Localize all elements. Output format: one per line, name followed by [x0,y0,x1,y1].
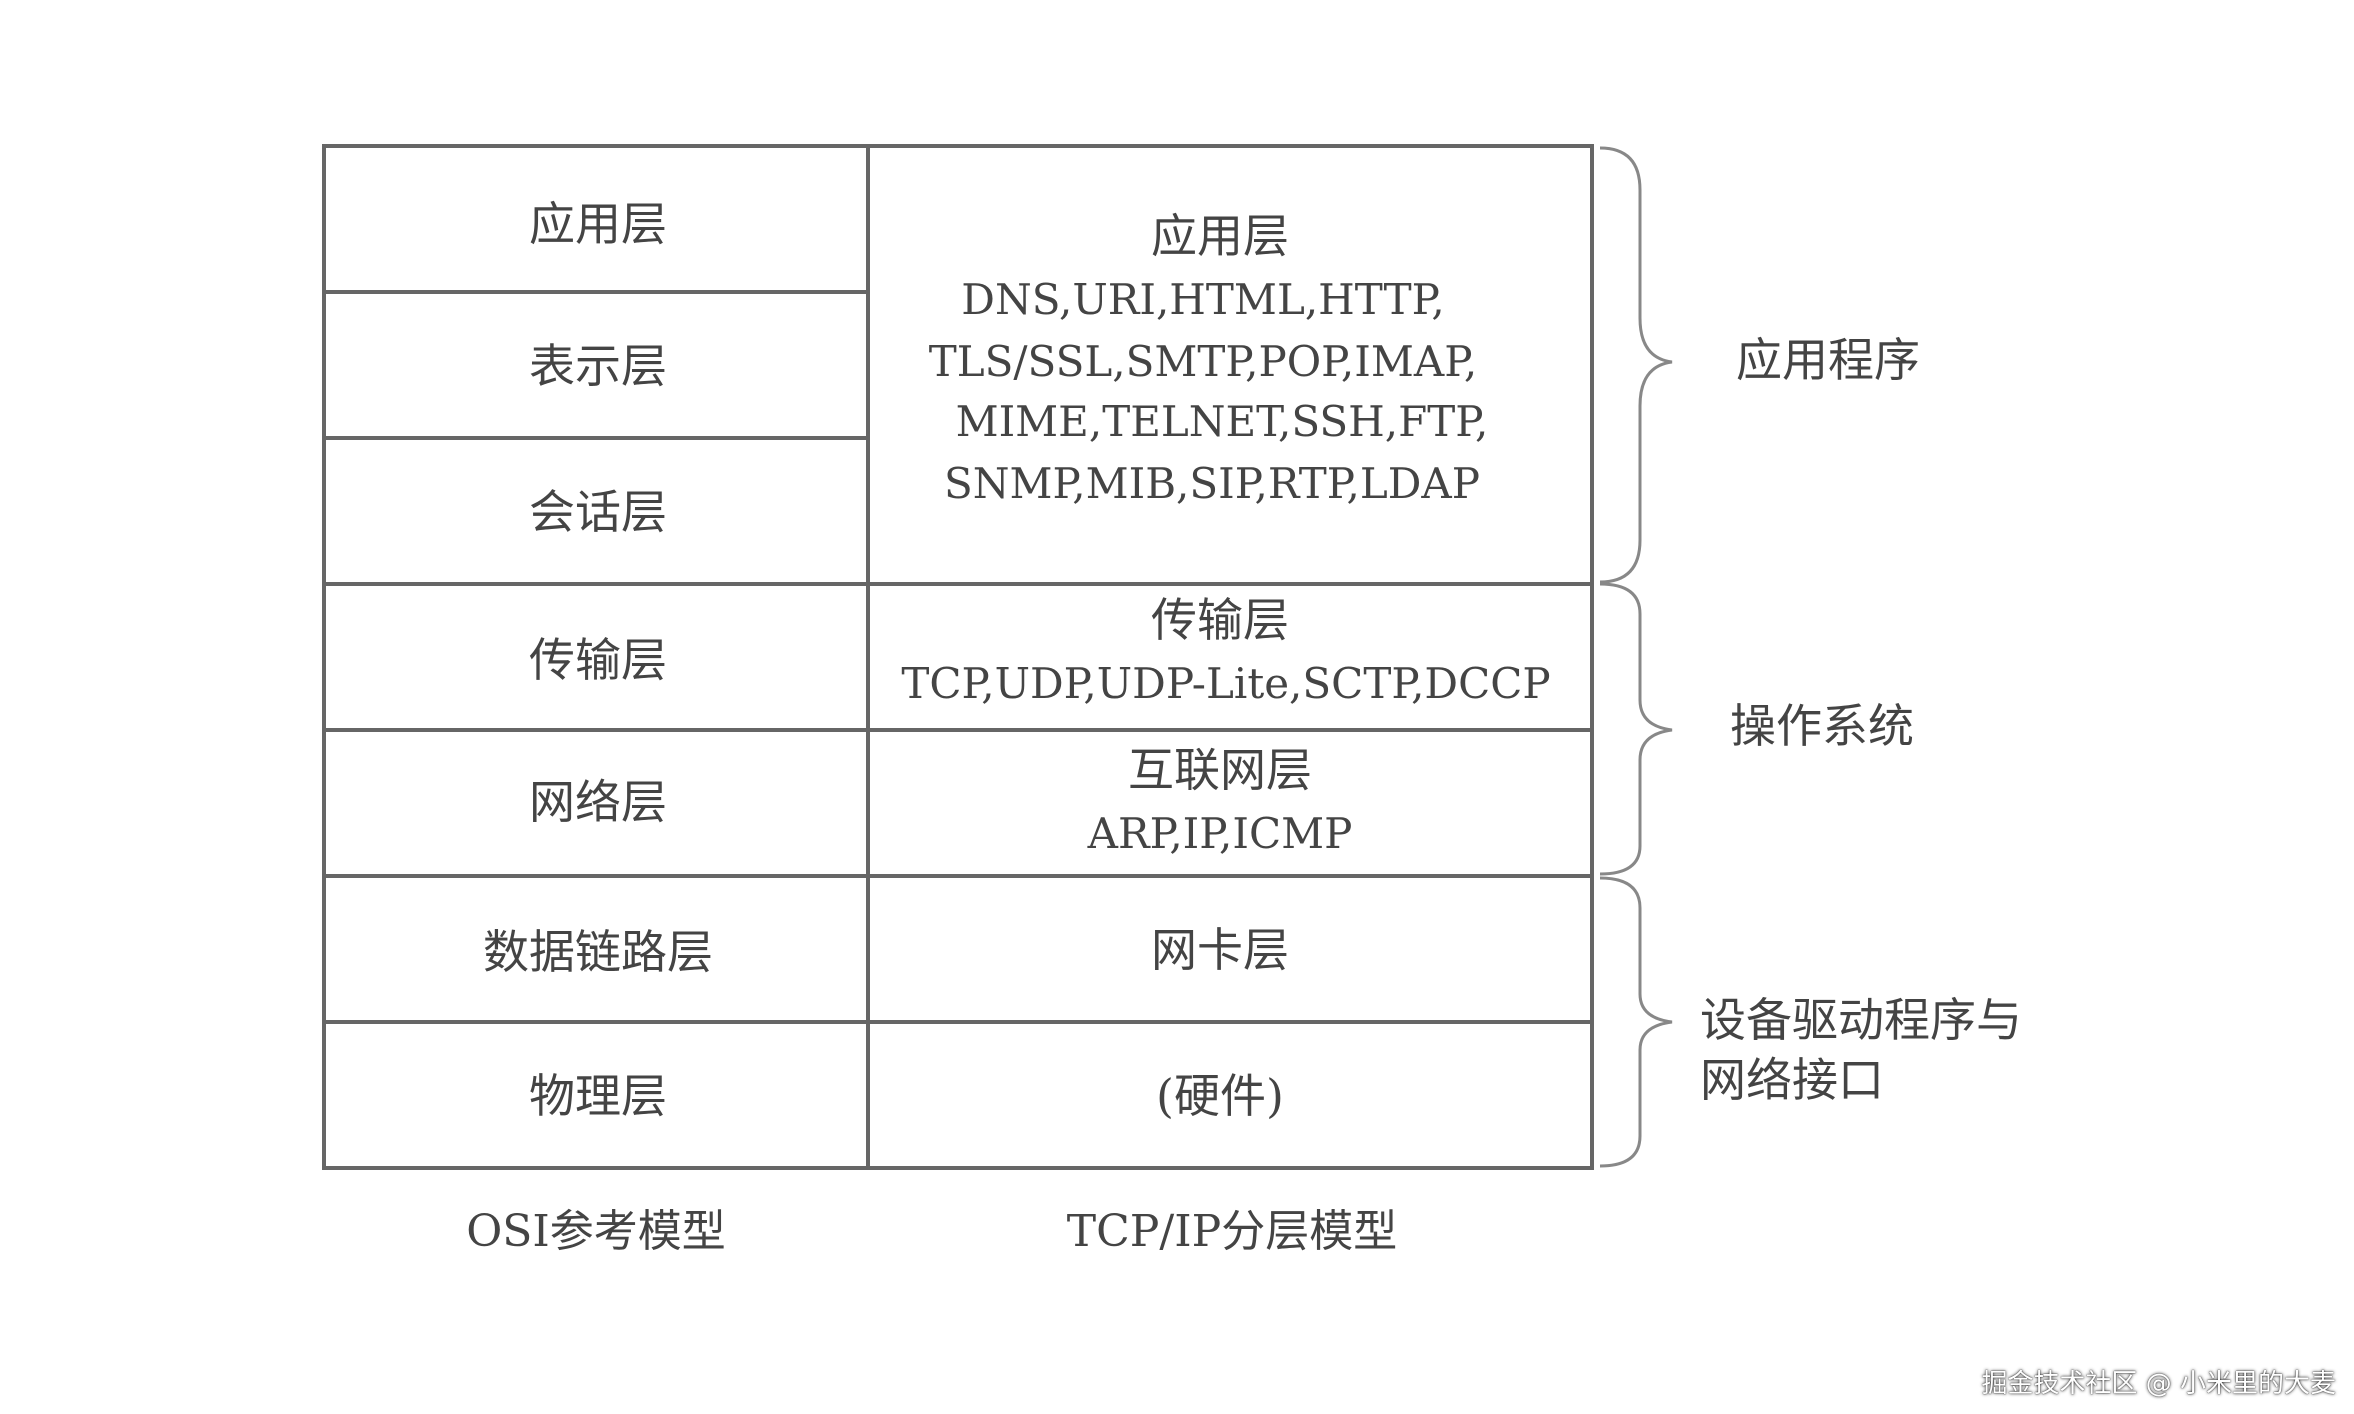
group-label-os: 操作系统 [1730,699,1914,753]
group-braces [1599,146,1673,1168]
group-labels: 应用程序 操作系统 设备驱动程序与 网络接口 [1700,333,2022,1107]
brace-driver [1599,876,1673,1168]
tcpip-transport-protocols: TCP,UDP,UDP-Lite,SCTP,DCCP [901,659,1550,708]
osi-layer-network: 网络层 [529,775,667,829]
brace-os [1599,582,1673,876]
table-grid [322,144,1594,1170]
group-label-driver: 设备驱动程序与 [1700,993,2022,1047]
group-label-driver: 网络接口 [1700,1053,1884,1107]
captions: OSI参考模型 TCP/IP分层模型 [466,1206,1397,1257]
group-label-application: 应用程序 [1736,333,1920,387]
tcpip-application-protocols: MIME,TELNET,SSH,FTP, [956,397,1489,446]
tcpip-application-title: 应用层 [1151,209,1289,263]
tcpip-link-title: 网卡层 [1151,923,1289,977]
watermark-text: 掘金技术社区 @ 小米里的大麦 [1981,1369,2336,1399]
tcpip-internet-title: 互联网层 [1128,743,1312,797]
osi-column: 应用层 表示层 会话层 传输层 网络层 数据链路层 物理层 [483,197,713,1123]
tcpip-hardware-title: (硬件) [1156,1069,1284,1123]
table-frame [322,144,1594,1170]
tcpip-internet-protocols: ARP,IP,ICMP [1087,809,1353,858]
tcpip-application-protocols: TLS/SSL,SMTP,POP,IMAP, [929,337,1478,386]
tcpip-column: 应用层 DNS,URI,HTML,HTTP, TLS/SSL,SMTP,POP,… [901,209,1550,1123]
tcpip-transport-title: 传输层 [1151,593,1289,647]
osi-layer-transport: 传输层 [529,633,667,687]
osi-layer-application: 应用层 [529,197,667,251]
tcpip-application-protocols: DNS,URI,HTML,HTTP, [961,275,1444,324]
caption-tcpip: TCP/IP分层模型 [1067,1206,1397,1257]
osi-layer-presentation: 表示层 [529,339,667,393]
tcpip-application-protocols: SNMP,MIB,SIP,RTP,LDAP [944,459,1480,508]
brace-application [1599,146,1673,584]
osi-layer-datalink: 数据链路层 [483,925,713,979]
osi-layer-session: 会话层 [529,485,667,539]
caption-osi: OSI参考模型 [466,1206,726,1257]
osi-layer-physical: 物理层 [529,1069,667,1123]
